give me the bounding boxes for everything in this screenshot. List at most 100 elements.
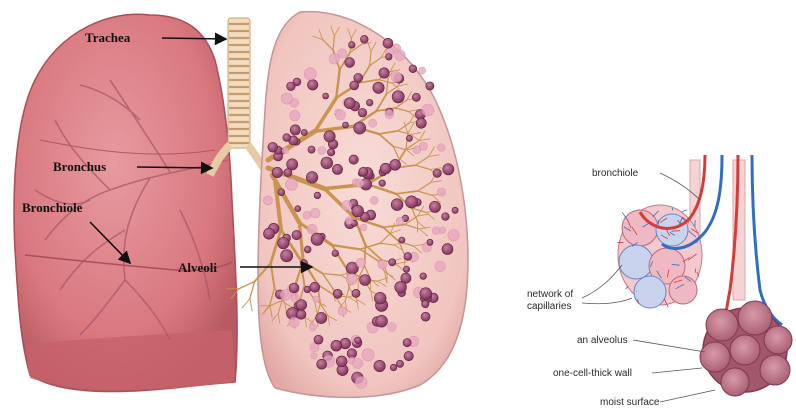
alveolus-dot (289, 283, 299, 293)
label-alveoli: Alveoli (178, 260, 217, 275)
alveolus-dot (296, 310, 306, 320)
alveolus-dot (354, 122, 366, 134)
alveolus-dot (268, 142, 278, 152)
alveolus-dot (426, 82, 434, 90)
alveolus-dot (290, 125, 300, 135)
alveolus-dot (283, 134, 291, 142)
alveolus-dot (321, 157, 333, 169)
alveolus-dot (304, 68, 316, 80)
alveolus-dot (289, 317, 299, 327)
alveolus-dot (355, 377, 367, 389)
alveolus-dot (391, 199, 403, 211)
arrow-bronchus (137, 167, 212, 168)
alveolus-dot (374, 292, 386, 304)
alveolus-dot (369, 119, 377, 127)
alveolus-dot (379, 180, 386, 187)
alveolus-dot (343, 122, 349, 128)
alveolus-dot (433, 169, 441, 177)
alveolus-dot (388, 323, 397, 332)
alveolus-dot (314, 335, 323, 344)
alveolus-dot (404, 253, 412, 261)
alveolus-dot (429, 201, 440, 212)
alveolus-dot (399, 237, 405, 243)
alveolus-dot (308, 80, 318, 90)
alveolus-dot (386, 54, 393, 61)
alveolus-dot (309, 324, 316, 331)
alveolus-dot (374, 360, 385, 371)
alveolus-dot (419, 67, 426, 74)
alveolus-dot (373, 82, 384, 93)
alveolus-dot (376, 315, 388, 327)
alveolus-dot (329, 54, 339, 64)
alveolus-dot (366, 99, 373, 106)
leader-wall (652, 368, 702, 373)
alveolus-dot (264, 196, 273, 205)
alveolus-dot (296, 300, 307, 311)
alveolus-dot (272, 167, 282, 177)
alveolus-dot (303, 211, 311, 219)
airway-branch (242, 299, 250, 309)
alveolus-dot (442, 244, 453, 255)
alveolus-dot (345, 58, 355, 68)
capillary-segment (671, 231, 680, 232)
alveolus-dot (311, 353, 317, 359)
alveolus-dot (287, 82, 296, 91)
alveolus-dot (379, 68, 389, 78)
alveolus-dot (380, 163, 391, 174)
alveolus-dot (278, 237, 289, 248)
alveolus-dot (307, 224, 317, 234)
alveolus-dot (280, 289, 291, 300)
alveolus-dot (331, 340, 342, 351)
alveolus-dot (316, 312, 327, 323)
alveolus-dot (396, 360, 403, 367)
alveolus-dot (323, 93, 329, 99)
alveolus-dot (420, 273, 427, 280)
alveolus-dot (327, 149, 334, 156)
alveolus-dot (290, 110, 300, 120)
alveolus-dot (390, 364, 397, 371)
alveolus-dot (306, 172, 318, 184)
alveolus-dot (355, 179, 363, 187)
alveolus-dot (355, 337, 362, 344)
alveolus-dot (409, 65, 417, 73)
leader-surface (660, 390, 715, 402)
alveolus-dot (403, 266, 409, 272)
alveolus-detail (617, 155, 792, 396)
alveolus-dot (452, 207, 458, 213)
alveolus-dot (342, 201, 352, 211)
airway-branch (250, 299, 252, 312)
alveolus-dot (333, 289, 342, 298)
alveolus-dot (284, 169, 292, 177)
alveolus-dot (427, 239, 433, 245)
alveolus-dot (281, 93, 292, 104)
alveolus-dot (349, 42, 356, 49)
alveolus-dot (390, 159, 401, 170)
alveolus-dot (437, 144, 445, 152)
label-alveolus: an alveolus (577, 335, 628, 346)
label-small-bronchiole: bronchiole (592, 168, 639, 179)
alveolus-dot (317, 359, 327, 369)
alveolus-dot (395, 281, 407, 293)
alveolus-dot (278, 189, 285, 196)
alveolus-dot (301, 129, 307, 135)
alveolus-dot (332, 164, 342, 174)
alveolus-dot (313, 296, 320, 303)
alveolus-dot (443, 164, 454, 175)
label-bronchiole: Bronchiole (22, 200, 83, 215)
alveolus-dot (350, 81, 359, 90)
alveolus-dot (385, 110, 394, 119)
alveolus-dot (282, 147, 289, 154)
alveolus-dot (360, 35, 368, 43)
alveolus-dot (412, 93, 420, 101)
alveolus-dot (406, 196, 418, 208)
alveolus-dot (353, 358, 363, 368)
alveolus-dot (383, 38, 393, 48)
alveolus-dot (352, 205, 364, 217)
alveolus-dot (311, 233, 323, 245)
alveolus-dot (356, 258, 365, 267)
alveolus-dot (362, 349, 374, 361)
alveolus-dot (336, 110, 346, 120)
arrow-trachea (162, 38, 226, 39)
leader-capillaries-b (582, 298, 632, 304)
alveolus-dot (264, 228, 275, 239)
